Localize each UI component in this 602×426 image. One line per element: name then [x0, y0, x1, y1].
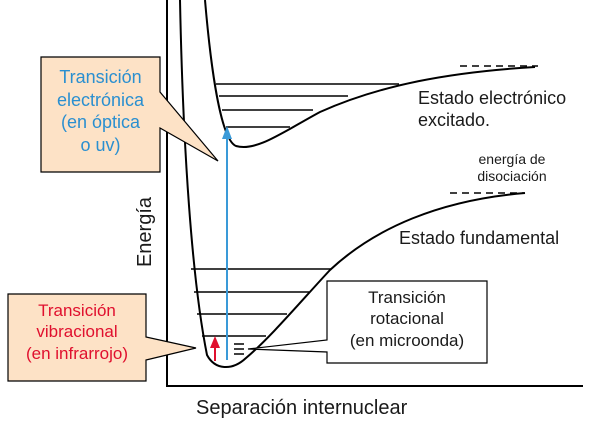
- electronic-arrowhead: [222, 126, 232, 139]
- ground-state-curve: [179, 0, 526, 368]
- ground-state-label: Estado fundamental: [399, 228, 560, 248]
- ground-vibrational-levels: [191, 268, 331, 337]
- electronic-callout-line-1: Transición: [59, 67, 142, 87]
- vibrational-callout-line-2: vibracional: [36, 322, 118, 342]
- excited-state-label-line-2: excitado.: [418, 109, 491, 130]
- electronic-callout-text: Transición electrónica (en óptica o uv): [41, 66, 160, 156]
- vibrational-arrowhead: [210, 336, 220, 348]
- electronic-callout-line-2: electrónica: [56, 89, 145, 110]
- electronic-callout-line-3: (en óptica: [60, 112, 141, 132]
- excited-state-label: Estado electrónico excitado.: [418, 88, 566, 131]
- rotational-callout-line-1: Transición: [368, 288, 446, 307]
- electronic-callout-line-4: o uv): [80, 134, 121, 155]
- y-axis-label: Energía: [134, 196, 156, 268]
- rotational-levels: [234, 343, 244, 355]
- dissociation-label-line-1: energía de: [478, 151, 546, 167]
- dissociation-label-line-2: disociación: [477, 167, 547, 184]
- rotational-callout-line-2: rotacional: [370, 309, 444, 329]
- rotational-callout-text: Transición rotacional (en microonda): [327, 287, 487, 351]
- x-axis-label: Separación internuclear: [196, 397, 408, 419]
- vibrational-callout-line-1: Transición: [38, 301, 116, 320]
- rotational-callout-box: [247, 280, 488, 364]
- vibrational-callout-text: Transición vibracional (en infrarrojo): [8, 300, 146, 364]
- excited-vibrational-levels: [216, 83, 399, 128]
- excited-state-curve: [204, 0, 536, 149]
- vibrational-callout-line-3: (en infrarrojo): [25, 343, 129, 363]
- rotational-callout-line-3: (en microonda): [349, 330, 465, 350]
- excited-state-label-line-1: Estado electrónico: [418, 88, 567, 108]
- vibrational-callout-box: [7, 293, 197, 382]
- dissociation-energy-label: energía de disociación: [462, 151, 562, 185]
- electronic-callout-box: [40, 56, 219, 173]
